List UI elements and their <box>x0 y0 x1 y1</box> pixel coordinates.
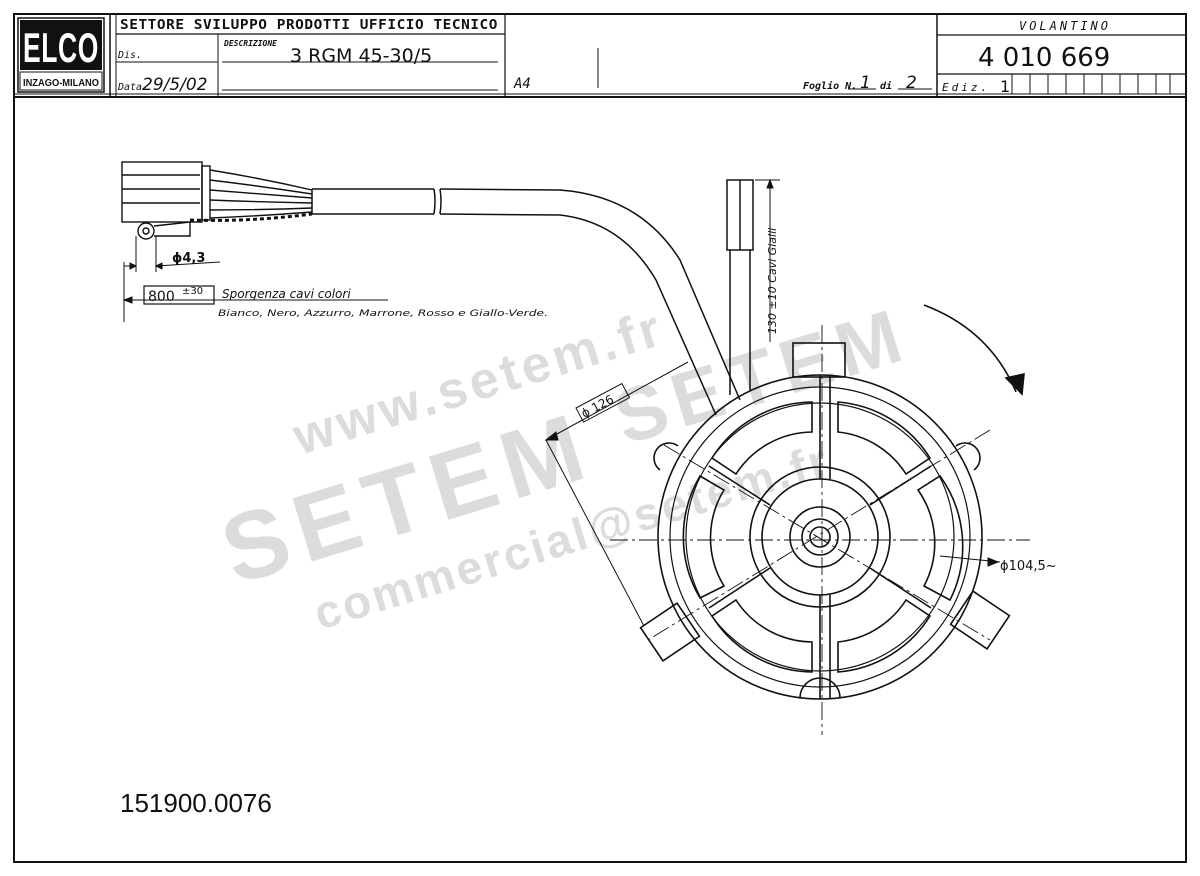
watermark: www.setem.fr SETEM SETEM commercial@sete… <box>210 292 919 640</box>
yellow-leads <box>726 179 754 395</box>
rotation-arrow <box>923 304 1025 396</box>
sheet-frame <box>13 13 1187 863</box>
connector <box>121 161 313 240</box>
department-label: SETTORE SVILUPPO PRODOTTI UFFICIO TECNIC… <box>120 18 498 33</box>
doc-number: 4 010 669 <box>978 43 1110 73</box>
description-label: DESCRIZIONE <box>223 39 277 48</box>
dim-yellow-leads <box>755 178 780 342</box>
part-code: 151900.0076 <box>120 788 272 818</box>
dim-yellow-leads-label: 130 ±10 Cavi Gialli <box>766 228 779 334</box>
foglio-label: Foglio N. <box>803 80 857 92</box>
ediz-label: Ediz. <box>942 81 990 94</box>
date-value: 29/5/02 <box>142 75 208 95</box>
di-label: di <box>880 80 892 92</box>
lead-colors: Bianco, Nero, Azzurro, Marrone, Rosso e … <box>218 309 548 319</box>
format-value: A4 <box>513 76 531 92</box>
dim-lead-length-value: 800 <box>148 289 175 305</box>
centre-lines <box>610 325 1030 735</box>
lead-note: Sporgenza cavi colori <box>222 287 351 301</box>
description-value: 3 RGM 45-30/5 <box>290 45 432 67</box>
dim-lead-length-tol: ±30 <box>182 286 203 297</box>
logo: ELCO INZAGO-MILANO <box>19 20 103 91</box>
dis-label: Dis. <box>117 50 142 61</box>
title-block <box>14 14 1186 98</box>
dim-lead-length <box>122 262 388 322</box>
dim-outer-dia <box>544 361 689 627</box>
dim-eyelet <box>124 236 221 272</box>
logo-text: ELCO <box>23 24 99 71</box>
cable <box>311 188 741 416</box>
title-block-text: SETTORE SVILUPPO PRODOTTI UFFICIO TECNIC… <box>117 18 1111 96</box>
dim-fan-dia-label: ϕ104,5~ <box>1000 559 1057 574</box>
dim-eyelet-label: ϕ4,3 <box>172 251 205 266</box>
foglio-number: 1 <box>860 73 871 93</box>
data-label: Data <box>117 82 142 93</box>
dim-fan-dia <box>939 555 1001 567</box>
motor-front-view <box>639 342 1011 700</box>
ediz-value: 1 <box>1000 77 1010 96</box>
doc-type: VOLANTINO <box>1019 19 1111 33</box>
logo-subtitle: INZAGO-MILANO <box>23 78 99 89</box>
foglio-total: 2 <box>906 73 917 93</box>
